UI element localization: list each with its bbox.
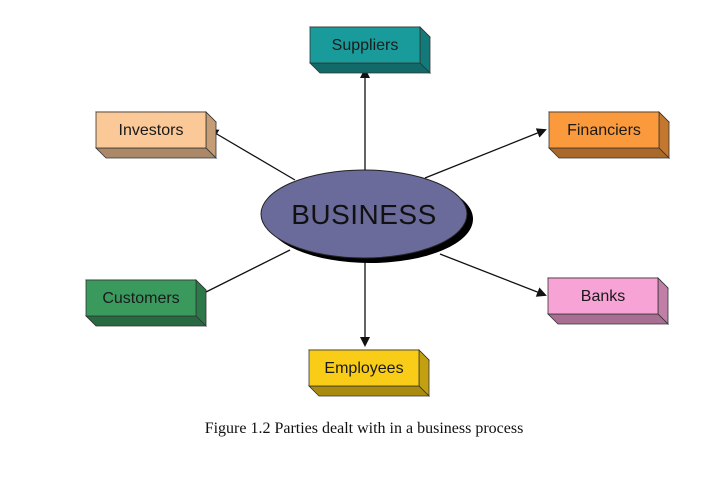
investors-label: Investors — [119, 122, 184, 139]
customers-box-bottom — [85, 315, 207, 327]
financiers-label: Financiers — [567, 122, 641, 139]
investors-box-bottom — [95, 147, 217, 159]
party-employees: Employees — [308, 349, 430, 397]
business-node: BUSINESS — [260, 169, 473, 263]
banks-box-front — [547, 277, 659, 315]
customers-label: Customers — [102, 290, 179, 307]
arrow-to-investors — [208, 128, 296, 181]
suppliers-label: Suppliers — [332, 37, 399, 54]
business-label: BUSINESS — [291, 199, 437, 230]
financiers-box-front — [548, 111, 660, 149]
connectors — [194, 68, 547, 347]
suppliers-box-front — [309, 26, 421, 64]
employees-box-front — [308, 349, 420, 387]
figure-caption: Figure 1.2 Parties dealt with in a busin… — [204, 420, 524, 437]
customers-box-front — [85, 279, 197, 317]
investors-box-front — [95, 111, 207, 149]
party-financiers: Financiers — [548, 111, 670, 159]
party-customers: Customers — [85, 279, 207, 327]
employees-box-bottom — [308, 385, 430, 397]
suppliers-box-bottom — [309, 62, 431, 74]
banks-label: Banks — [581, 288, 625, 305]
arrow-to-customers — [194, 249, 291, 298]
employees-label: Employees — [324, 360, 403, 377]
financiers-box-bottom — [548, 147, 670, 159]
party-banks: Banks — [547, 277, 669, 325]
arrow-to-banks — [439, 253, 547, 297]
business-ellipse — [260, 169, 468, 259]
party-investors: Investors — [95, 111, 217, 159]
arrow-to-financiers — [424, 128, 547, 179]
banks-box-bottom — [547, 313, 669, 325]
party-suppliers: Suppliers — [309, 26, 431, 74]
